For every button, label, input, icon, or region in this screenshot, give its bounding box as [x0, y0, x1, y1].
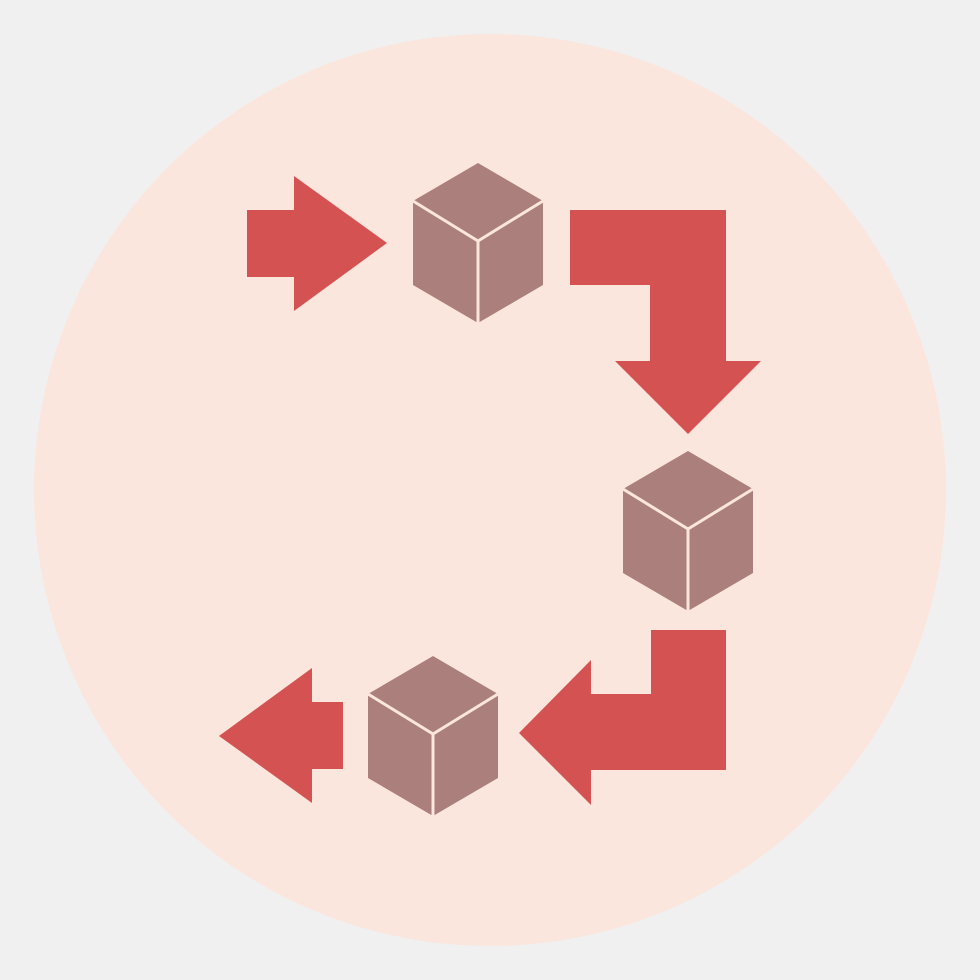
bent-arrow-left-icon [519, 630, 726, 805]
cube-icon [412, 163, 544, 323]
bent-arrow-down-icon [570, 210, 761, 434]
cube-icon [622, 451, 754, 611]
cube-icon [367, 656, 499, 816]
arrow-left-icon [219, 668, 343, 803]
arrow-right-icon [247, 176, 387, 311]
